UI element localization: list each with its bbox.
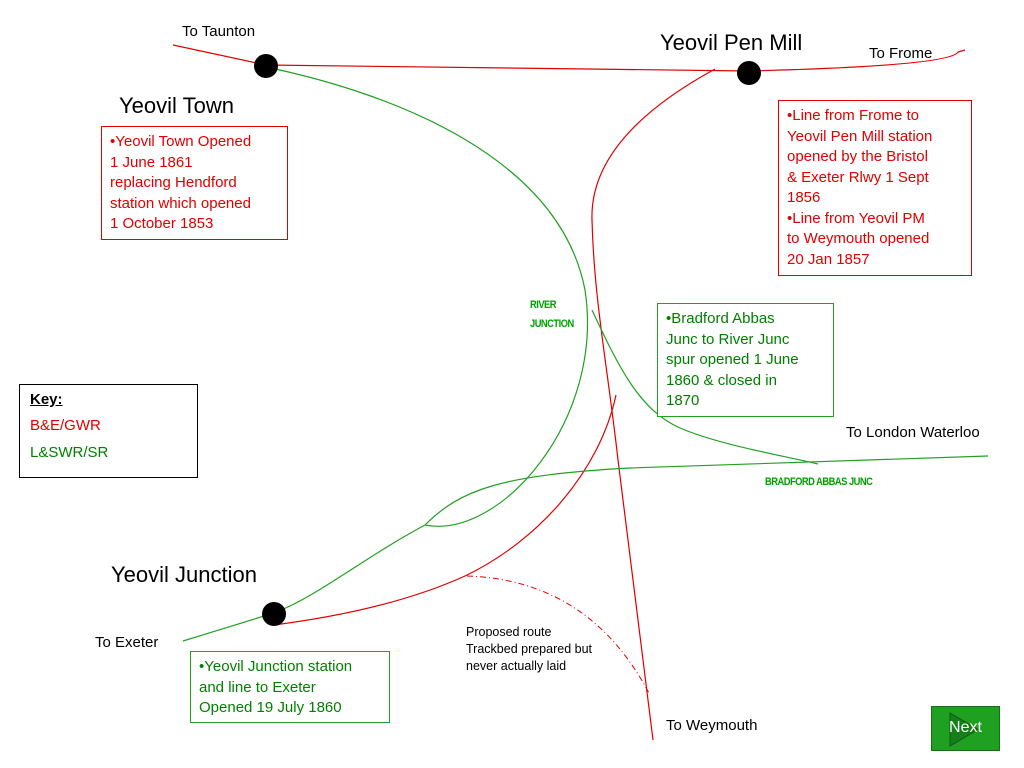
proposed-route-line: never actually laid <box>466 659 567 673</box>
station-label-yeovil-pen-mill: Yeovil Pen Mill <box>660 30 803 55</box>
note-line: 1 June 1861 <box>110 153 193 171</box>
note-line: station which opened <box>110 194 251 212</box>
note-line: opened by the Bristol <box>787 148 928 165</box>
gwr-proposed-route <box>466 575 651 696</box>
note-line: to Weymouth opened <box>787 230 930 247</box>
note-line: and line to Exeter <box>199 678 316 696</box>
gwr-line-pen-mill-weymouth <box>591 68 716 741</box>
note-line: Opened 19 July 1860 <box>199 699 342 716</box>
gwr-line-yeovil-junction-connection <box>273 394 617 626</box>
river-junction-label-line1: RIVER <box>530 299 557 311</box>
note-line: 1 October 1853 <box>110 215 214 232</box>
key-gwr: B&E/GWR <box>30 417 101 434</box>
destination-frome: To Frome <box>869 45 933 62</box>
note-line: Junc to River Junc <box>666 330 790 348</box>
key-title: Key: <box>30 391 63 408</box>
note-line: & Exeter Rlwy 1 Sept <box>787 168 929 186</box>
note-line: spur opened 1 June <box>666 351 799 368</box>
destination-taunton: To Taunton <box>182 23 256 40</box>
note-line: •Bradford Abbas <box>666 310 775 327</box>
note-line: •Yeovil Town Opened <box>110 133 252 150</box>
destination-london-waterloo: To London Waterloo <box>846 424 980 441</box>
station-dot-yeovil-pen-mill <box>737 61 761 85</box>
note-line: replacing Hendford <box>110 174 237 191</box>
river-junction-label: RIVER JUNCTION <box>530 296 574 334</box>
station-label-yeovil-town: Yeovil Town <box>119 93 234 118</box>
next-button[interactable]: Next <box>931 706 1000 751</box>
map-key: Key: B&E/GWR L&SWR/SR <box>19 384 198 478</box>
note-line: 1856 <box>787 189 821 206</box>
key-sr: L&SWR/SR <box>30 444 109 461</box>
destination-exeter: To Exeter <box>95 634 159 651</box>
proposed-route-line: Trackbed prepared but <box>466 642 593 656</box>
note-line: Yeovil Pen Mill station <box>787 127 933 145</box>
proposed-route-note: Proposed route Trackbed prepared but nev… <box>466 624 592 675</box>
note-line: •Line from Yeovil PM <box>787 209 925 227</box>
note-line: 20 Jan 1857 <box>787 250 870 268</box>
station-label-yeovil-junction: Yeovil Junction <box>111 562 257 587</box>
sr-line-yeovil-town-junction <box>265 66 589 527</box>
destination-weymouth: To Weymouth <box>666 717 758 734</box>
proposed-route-line: Proposed route <box>466 625 552 639</box>
bradford-abbas-junction-label: BRADFORD ABBAS JUNC <box>765 476 873 488</box>
station-dot-yeovil-junction <box>262 602 286 626</box>
note-pen-mill: •Line from Frome to Yeovil Pen Mill stat… <box>778 100 972 276</box>
sr-line-exeter-waterloo <box>424 455 989 526</box>
note-yeovil-junction: •Yeovil Junction station and line to Exe… <box>190 651 390 723</box>
note-yeovil-town: •Yeovil Town Opened 1 June 1861 replacin… <box>101 126 288 240</box>
sr-bradford-abbas-spur <box>591 309 819 465</box>
gwr-line-taunton-frome <box>172 44 966 72</box>
note-line: •Yeovil Junction station <box>199 658 353 675</box>
note-line: 1860 & closed in <box>666 371 777 389</box>
note-line: •Line from Frome to <box>787 107 919 124</box>
river-junction-label-line2: JUNCTION <box>530 318 574 330</box>
next-button-label: Next <box>949 719 982 736</box>
note-line: 1870 <box>666 392 700 409</box>
station-dot-yeovil-town <box>254 54 278 78</box>
play-arrow-icon <box>949 712 979 747</box>
note-bradford-abbas: •Bradford Abbas Junc to River Junc spur … <box>657 303 834 417</box>
